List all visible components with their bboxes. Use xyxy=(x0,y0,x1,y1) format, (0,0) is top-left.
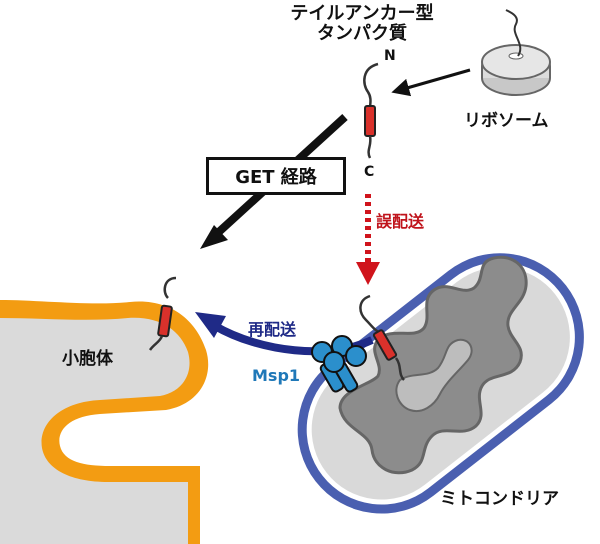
c-terminus-label: C xyxy=(364,164,375,180)
mistargeting-arrow xyxy=(356,194,380,285)
ribosome-label: リボソーム xyxy=(464,111,549,131)
mitochondria-inner-membrane xyxy=(338,255,528,475)
protein-title-line2: タンパク質 xyxy=(317,23,407,44)
n-terminus-label: N xyxy=(384,48,396,64)
msp1-complex-icon xyxy=(311,335,367,393)
ribosome-to-protein-arrow xyxy=(391,68,471,97)
retargeting-label: 再配送 xyxy=(248,320,297,339)
get-pathway-label: GET 経路 xyxy=(206,157,346,195)
mitochondrial-ta-protein xyxy=(359,294,405,381)
protein-title-line1: テイルアンカー型 xyxy=(290,3,434,24)
peroxisomal-ta-protein xyxy=(148,276,177,351)
msp1-label: Msp1 xyxy=(252,366,301,385)
mitochondria xyxy=(297,253,584,514)
mistargeting-label: 誤配送 xyxy=(376,212,425,231)
central-ta-protein xyxy=(363,62,379,159)
peroxisome-label: 小胞体 xyxy=(62,349,113,369)
ribosome-icon xyxy=(481,9,551,96)
mitochondria-label: ミトコンドリア xyxy=(440,489,559,509)
peroxisome xyxy=(0,300,209,544)
